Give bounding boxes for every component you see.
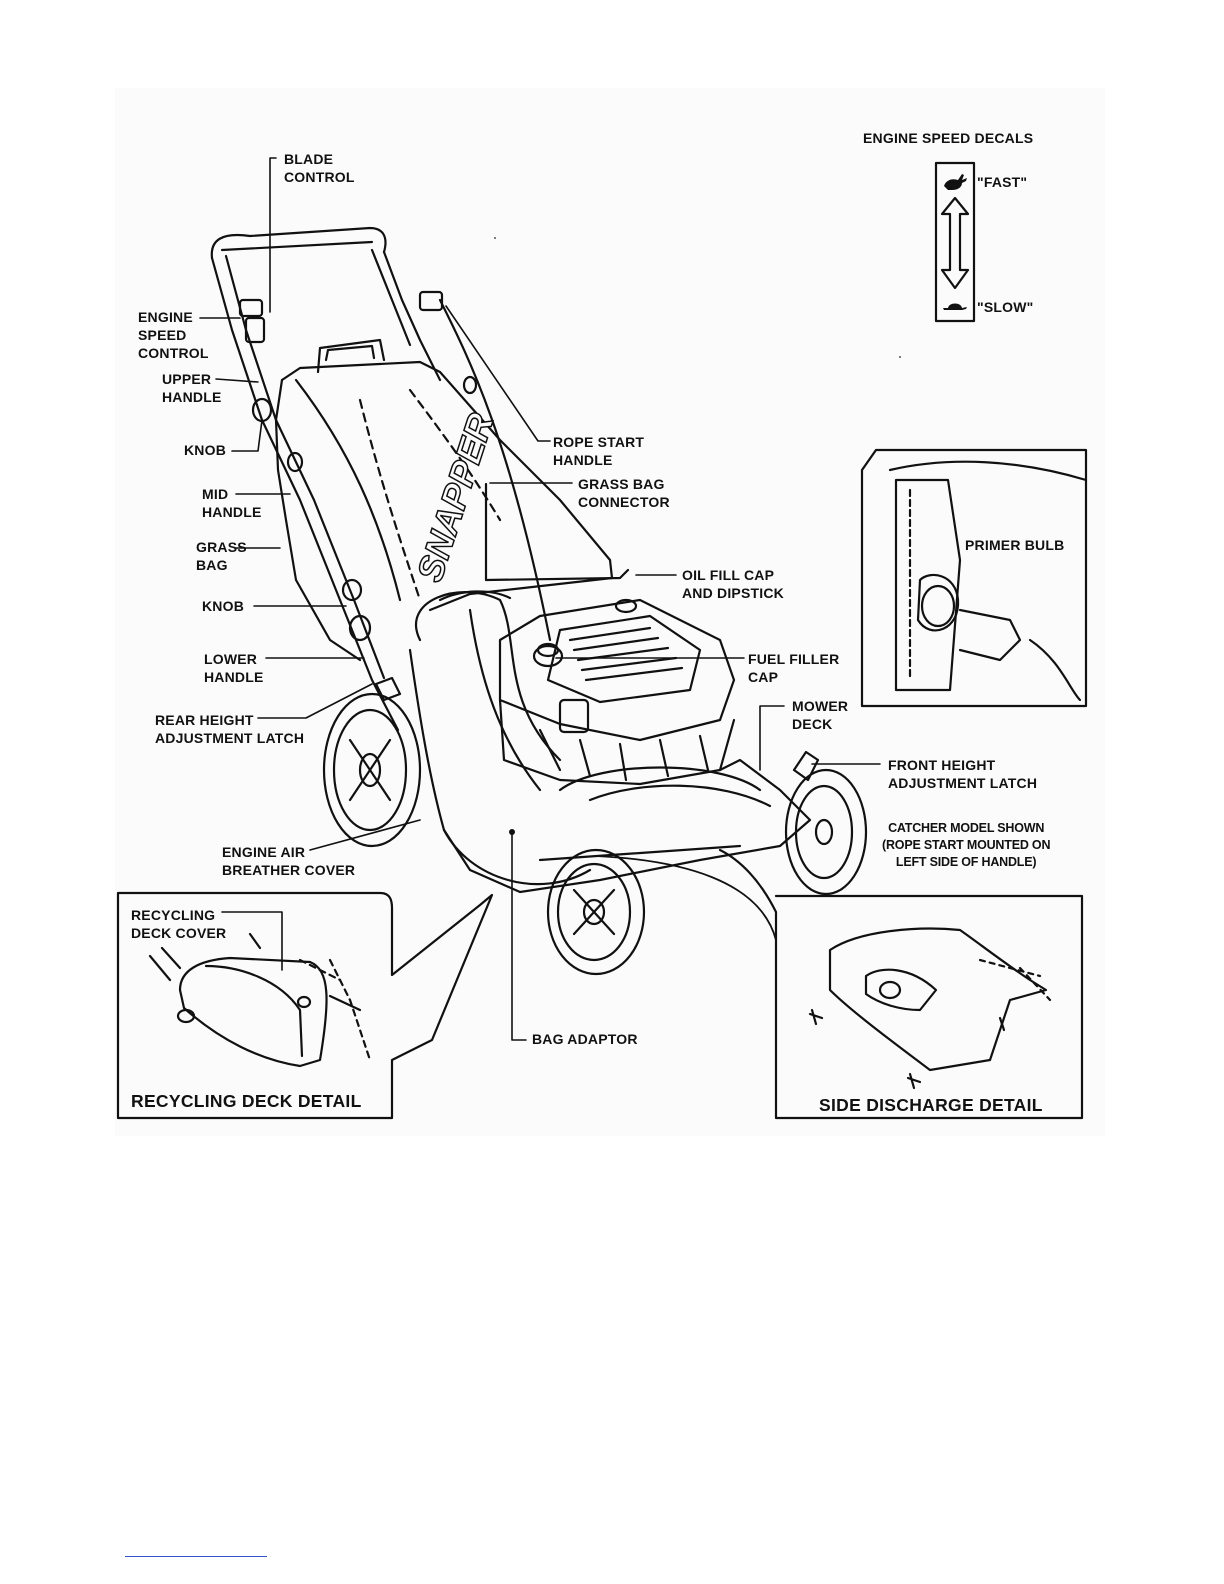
knob-label-upper: KNOB bbox=[184, 442, 227, 458]
rope-start-handle-label: ROPE START HANDLE bbox=[553, 434, 645, 468]
bag-adaptor-chute bbox=[408, 590, 592, 886]
knob-label-lower: KNOB bbox=[202, 598, 245, 614]
mower-deck bbox=[442, 758, 812, 894]
blade-control-label: BLADE CONTROL bbox=[284, 151, 355, 185]
fuel-filler-cap-label: FUEL FILLER CAP bbox=[748, 651, 840, 685]
grass-bag bbox=[274, 338, 614, 662]
mid-handle-label: MID HANDLE bbox=[202, 486, 262, 520]
bag-adaptor-label: BAG ADAPTOR bbox=[532, 1031, 638, 1047]
primer-bulb-inset bbox=[860, 448, 1088, 708]
recycling-deck-cover-label: RECYCLING DECK COVER bbox=[131, 907, 227, 941]
front-height-latch-lever bbox=[792, 750, 820, 782]
lower-handle-label: LOWER HANDLE bbox=[204, 651, 264, 685]
grass-bag-connector-label: GRASS BAG CONNECTOR bbox=[578, 476, 670, 510]
rear-height-latch-lever bbox=[374, 676, 402, 702]
grass-bag-label: GRASS BAG bbox=[196, 539, 247, 573]
rear-left-wheel bbox=[322, 692, 422, 848]
recycling-detail-inset bbox=[116, 891, 494, 1120]
side-discharge-detail-caption: SIDE DISCHARGE DETAIL bbox=[819, 1095, 1043, 1115]
footer-rule bbox=[125, 1556, 267, 1557]
leader-lines bbox=[199, 157, 881, 1041]
front-right-wheel bbox=[784, 768, 868, 896]
front-height-latch-label: FRONT HEIGHT ADJUSTMENT LATCH bbox=[888, 757, 1038, 791]
fast-label: "FAST" bbox=[977, 174, 1028, 190]
rear-height-latch-label: REAR HEIGHT ADJUSTMENT LATCH bbox=[155, 712, 305, 746]
engine-speed-control-label: ENGINE SPEED CONTROL bbox=[138, 309, 209, 361]
upper-handle-bar bbox=[210, 226, 444, 732]
mower-deck-label: MOWER DECK bbox=[792, 698, 849, 732]
engine-air-breather-label: ENGINE AIR BREATHER COVER bbox=[222, 844, 356, 878]
engine-speed-decals-title: ENGINE SPEED DECALS bbox=[863, 130, 1034, 146]
upper-handle-label: UPPER HANDLE bbox=[162, 371, 222, 405]
primer-bulb-label: PRIMER BULB bbox=[965, 537, 1065, 553]
catcher-model-note: CATCHER MODEL SHOWN (ROPE START MOUNTED … bbox=[882, 821, 1051, 869]
front-left-wheel bbox=[546, 848, 646, 976]
side-discharge-inset bbox=[718, 848, 1084, 1120]
handle-knobs bbox=[251, 375, 478, 642]
snapper-brand-text: SNAPPER bbox=[409, 408, 502, 586]
rabbit-icon bbox=[944, 174, 967, 190]
rope-start-cable bbox=[438, 298, 552, 642]
oil-fill-cap-label: OIL FILL CAP AND DIPSTICK bbox=[682, 567, 784, 601]
recycling-deck-detail-caption: RECYCLING DECK DETAIL bbox=[131, 1091, 362, 1111]
turtle-icon bbox=[943, 303, 967, 310]
engine-speed-decal-box bbox=[934, 161, 976, 323]
engine-block bbox=[498, 598, 736, 786]
slow-label: "SLOW" bbox=[977, 299, 1034, 315]
